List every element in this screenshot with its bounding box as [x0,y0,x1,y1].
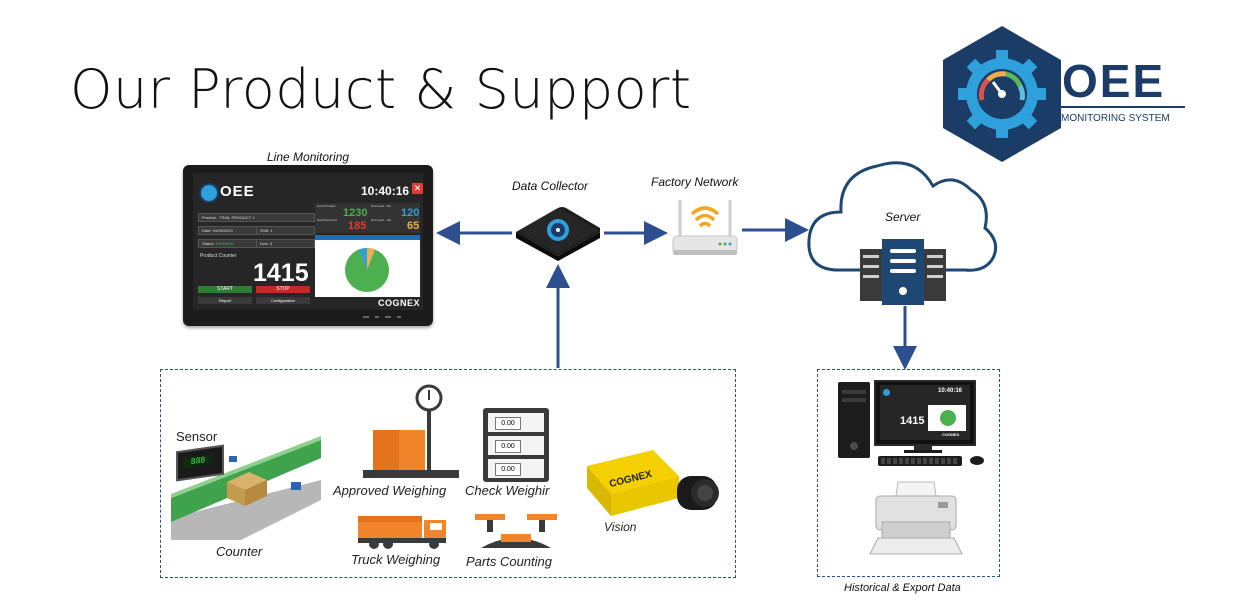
truck-weighing-label: Truck Weighing [351,552,441,567]
server-icon [858,239,948,309]
check-weighing-label: Check Weighir [465,483,550,498]
oee-logo-subtext: MONITORING SYSTEM [1061,113,1170,124]
counting-scale-icon [473,510,559,552]
close-icon[interactable]: ✕ [412,183,423,194]
scale-display-3: 0.00 [495,463,521,476]
product-row: Product: TRIAL PRODUCT 1 [198,213,315,222]
bad-value: 185 [348,220,367,232]
counter-label-device: Counter [216,544,263,559]
tablet-logo-icon [199,183,219,203]
configuration-button[interactable]: Configuration [256,297,310,304]
platform-scale-icon [361,378,461,482]
page-title: Our Product & Support [70,58,692,121]
good-value: 1230 [343,207,368,219]
data-collector-label: Data Collector [512,179,589,193]
conveyor-illustration [171,422,321,540]
shift-row: Shift: 1 [256,226,315,235]
mouse-icon [970,456,984,465]
tablet-clock: 10:40:16 [361,184,410,198]
product-counter: 1415 [253,259,309,287]
vision-camera-icon: COGNEX [581,446,721,534]
tablet-brand: COGNEX [378,298,421,308]
ng-label: Not Good - NG [371,204,392,208]
pc-brand: COGNEX [942,432,960,437]
vision-label: Vision [604,520,637,534]
line-row: Line: 3 [256,239,315,248]
pc-clock: 10:40:16 [938,388,963,394]
nt-value: 65 [407,220,420,232]
factory-network-label: Factory Network [651,175,739,189]
oee-logo-text: OEE [1062,55,1166,107]
sensor-label: Sensor [176,429,218,444]
pc-tower-icon [838,382,870,458]
tablet-logo-text: OEE [220,183,255,200]
bad-label: Total Not Good [317,218,338,222]
printer-icon [868,478,964,560]
truck-icon [356,510,451,550]
historical-box: 10:40:16 1415 COGNEX [817,369,1000,577]
server-label: Server [885,210,921,224]
router-icon [670,196,740,260]
historical-label: Historical & Export Data [844,582,961,594]
tablet-screen: OEE 10:40:16 ✕ Product: TRIAL PRODUCT 1 … [193,173,423,310]
line-monitoring-label: Line Monitoring [267,150,350,164]
ng-value: 120 [401,207,420,219]
start-button[interactable]: START [198,286,252,293]
pc-counter: 1415 [900,415,925,427]
data-collector-box [512,196,604,261]
good-label: Good Product [317,204,336,208]
report-button[interactable]: Report [198,297,252,304]
scale-display-1: 0.00 [495,417,521,430]
approved-weighing-label: Approved Weighing [333,483,447,498]
check-weigher-icon: 0.00 0.00 0.00 [483,408,549,482]
devices-box: 888 Sensor Counter Approved Weighing 0.0… [160,369,736,578]
keyboard-icon [878,456,962,466]
pie-panel [315,235,420,297]
server-cloud: Server [805,150,1001,292]
scale-display-2: 0.00 [495,440,521,453]
parts-counting-label: Parts Counting [466,554,552,569]
oee-logo: OEE MONITORING SYSTEM [937,24,1192,164]
line-monitoring-tablet: OEE 10:40:16 ✕ Product: TRIAL PRODUCT 1 … [183,165,433,326]
pie-chart [345,248,389,292]
stop-button[interactable]: STOP [256,286,310,293]
date-row: Date: 04/05/2020 [198,226,257,235]
nt-label: Not Good - Tap [371,218,392,222]
tablet-bottom-icons [363,316,413,319]
status-row: Status: RUNNING [198,239,257,248]
pc-monitor: 10:40:16 1415 COGNEX [874,380,976,446]
counter-label: Product Counter [200,253,237,259]
metrics-panel: Good Product 1230 Not Good - NG 120 Tota… [315,203,420,233]
